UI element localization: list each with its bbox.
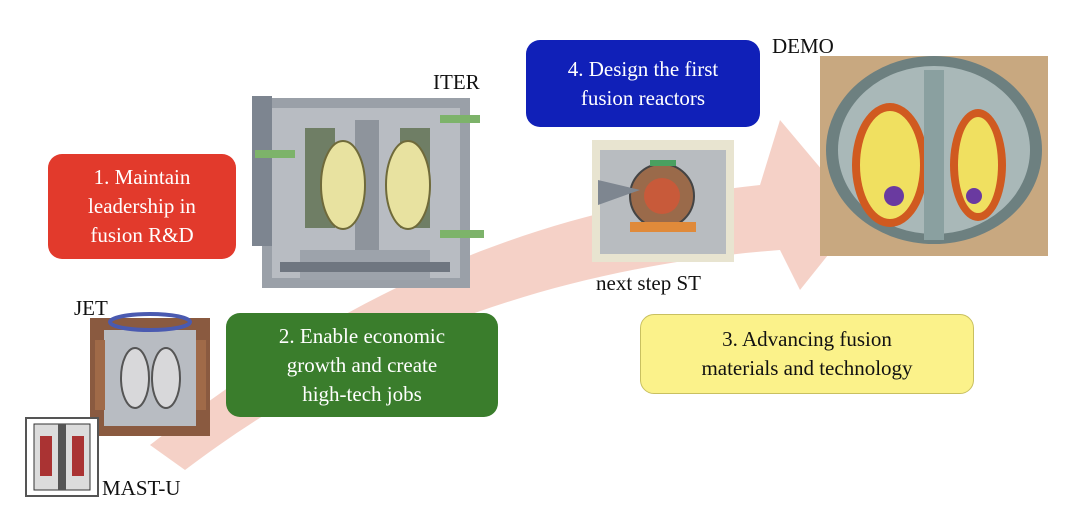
iter-reactor-image — [252, 96, 484, 288]
goal-box-1: 1. Maintain leadership in fusion R&D — [48, 154, 236, 259]
goal-box-2: 2. Enable economic growth and create hig… — [226, 313, 498, 417]
goal-box-3: 3. Advancing fusion materials and techno… — [640, 314, 974, 394]
demo-label: DEMO — [772, 34, 834, 58]
goal-2-line-2: growth and create — [286, 352, 438, 377]
goal-2-line-3: high-tech jobs — [302, 381, 422, 406]
goal-4-line-2: fusion reactors — [580, 85, 706, 110]
iter-label: ITER — [433, 70, 480, 94]
jet-label: JET — [74, 296, 108, 320]
goal-1-line-3: fusion R&D — [90, 223, 194, 247]
demo-reactor-image — [820, 56, 1048, 256]
goal-2-line-1: 2. Enable economic — [278, 323, 446, 348]
goal-1-line-2: leadership in — [88, 194, 196, 218]
next-step-st-label: next step ST — [596, 271, 701, 295]
goal-1-line-1: 1. Maintain — [93, 165, 191, 189]
goal-4-line-1: 4. Design the first — [567, 56, 719, 81]
jet-reactor-image — [90, 312, 210, 436]
goal-3-line-1: 3. Advancing fusion — [722, 327, 892, 351]
mast-u-label: MAST-U — [102, 476, 181, 500]
mast-u-reactor-image — [25, 417, 99, 497]
next-step-st-image — [592, 140, 734, 262]
goal-3-line-2: materials and technology — [701, 356, 913, 380]
goal-box-4: 4. Design the first fusion reactors — [526, 40, 760, 127]
